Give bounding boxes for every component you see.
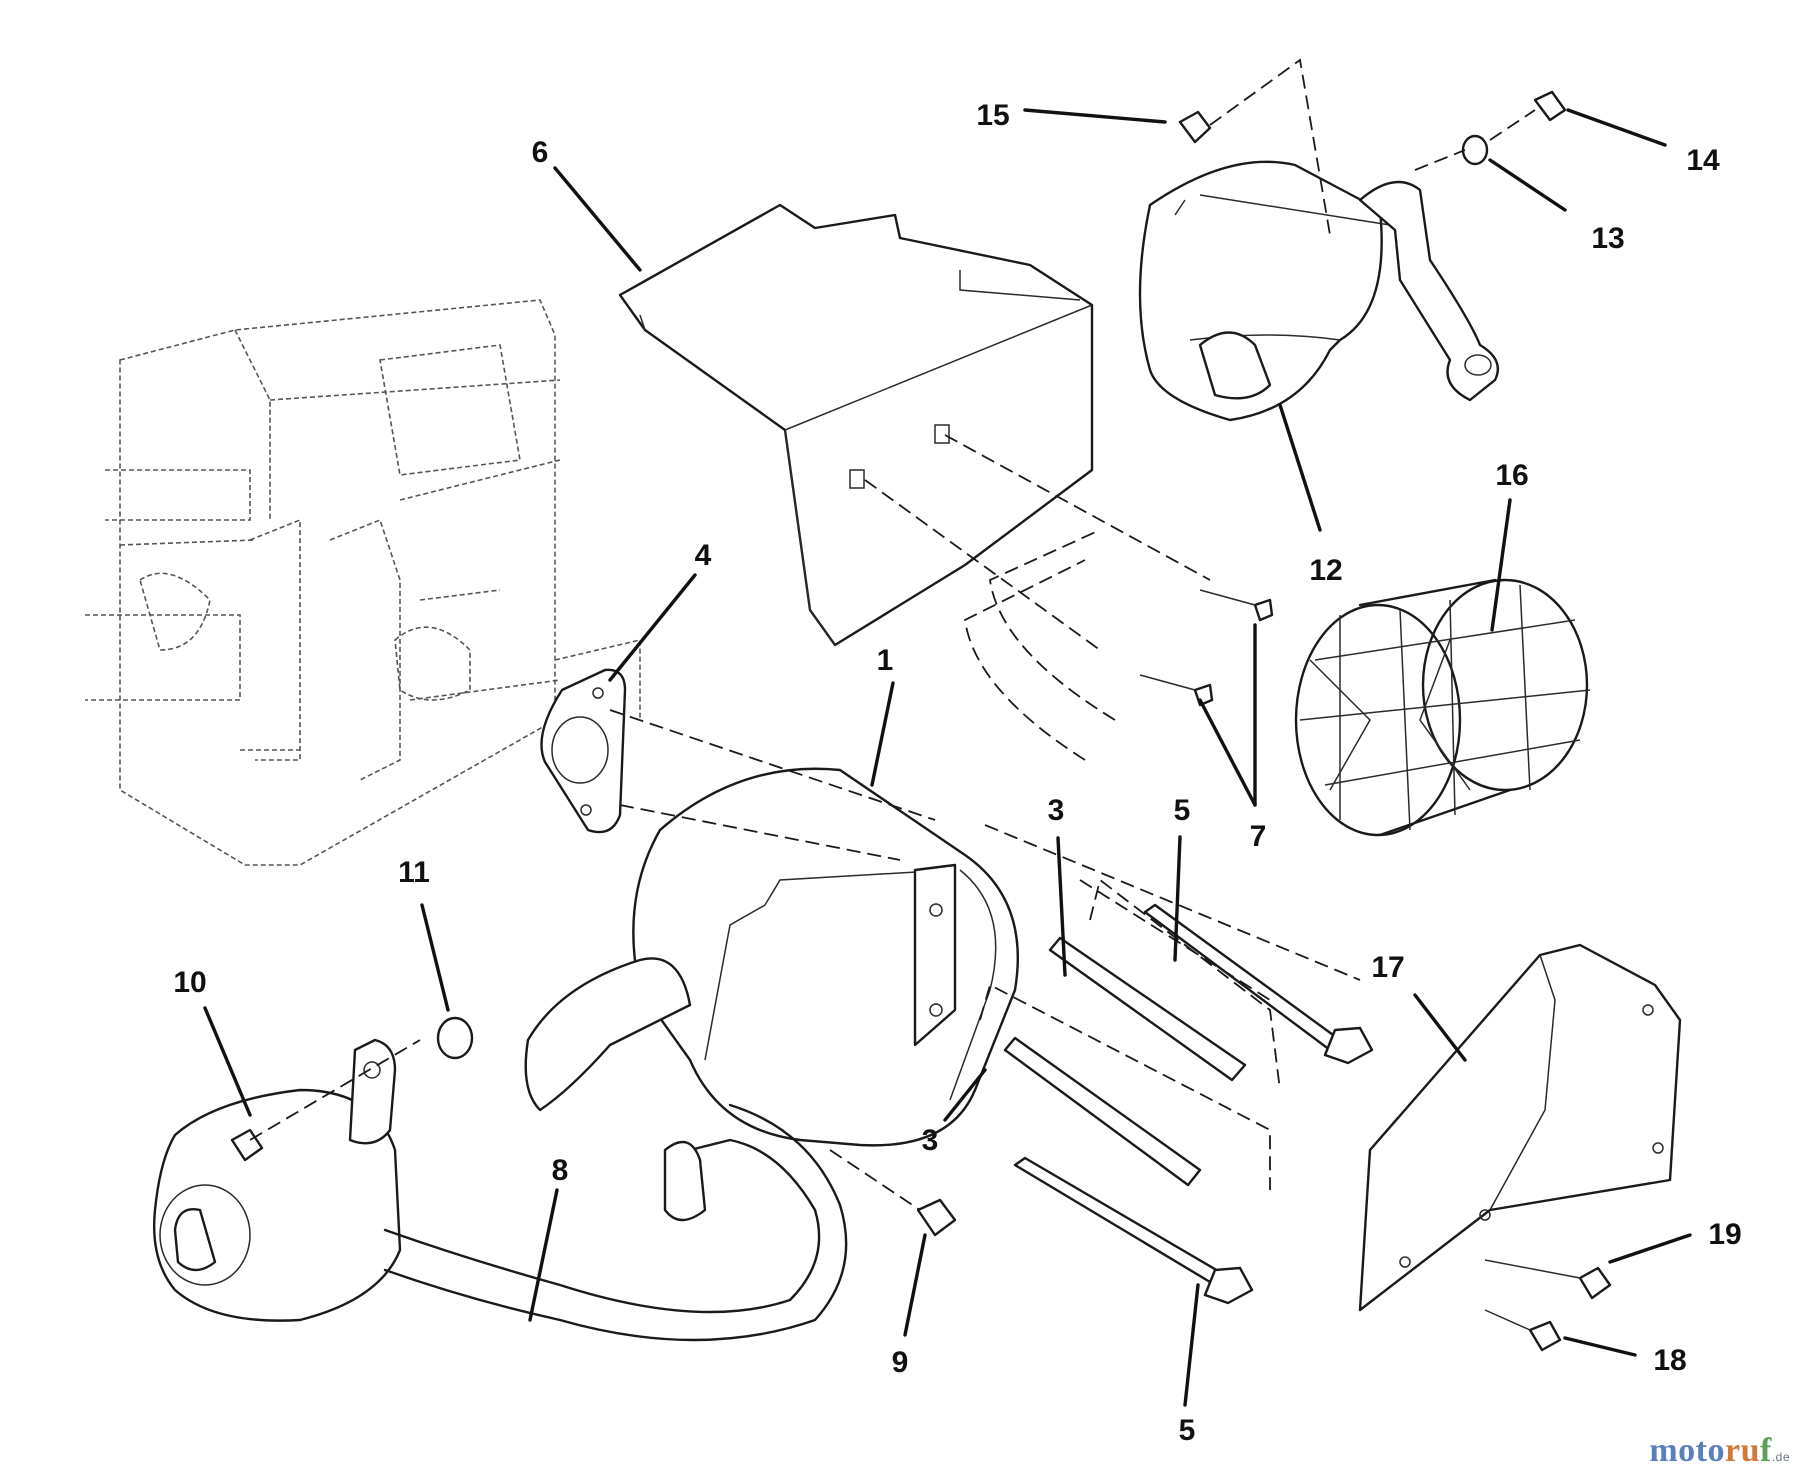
part-5-bolts xyxy=(1013,903,1374,1305)
callout-group: 1 3 3 4 5 5 6 7 8 9 10 11 12 13 14 15 xyxy=(173,99,1741,1447)
part-17-bracket xyxy=(1358,943,1682,1312)
callout-8: 8 xyxy=(552,1154,569,1187)
callout-17: 17 xyxy=(1371,951,1404,984)
assembly-lines xyxy=(249,58,1536,1211)
part-9-bolt xyxy=(916,1198,957,1237)
part-4-gasket xyxy=(540,668,627,834)
callout-11: 11 xyxy=(398,856,430,889)
callout-18: 18 xyxy=(1653,1344,1686,1377)
part-15-bolt xyxy=(1178,110,1212,144)
part-18-bolt xyxy=(1528,1320,1562,1352)
callout-15: 15 xyxy=(976,99,1009,132)
part-19-bolt xyxy=(1578,1266,1612,1300)
part-16-screen xyxy=(1294,578,1591,837)
part-6-heat-shield xyxy=(618,203,1094,647)
callout-1: 1 xyxy=(877,644,894,677)
callout-9: 9 xyxy=(892,1346,909,1379)
watermark-tld: .de xyxy=(1771,1450,1790,1464)
callout-4: 4 xyxy=(695,539,712,572)
part-3-spacer-rods xyxy=(1003,936,1247,1187)
part-11-spacer xyxy=(436,1016,474,1060)
callout-5-lower: 5 xyxy=(1179,1414,1196,1447)
callout-3-lower: 3 xyxy=(922,1124,939,1157)
part-14-nut xyxy=(1533,90,1567,122)
callout-16: 16 xyxy=(1495,459,1528,492)
part-8-lower-muffler xyxy=(153,1038,848,1342)
callout-7: 7 xyxy=(1250,820,1267,853)
callout-13: 13 xyxy=(1591,222,1624,255)
callout-3-upper: 3 xyxy=(1048,794,1065,827)
callout-14: 14 xyxy=(1686,144,1720,177)
callout-12: 12 xyxy=(1309,554,1342,587)
callout-19: 19 xyxy=(1708,1218,1741,1251)
watermark-text-c: f xyxy=(1759,1432,1772,1469)
part-7-bolt-b xyxy=(1193,683,1214,707)
callout-6: 6 xyxy=(532,136,549,169)
part-7-bolt-a xyxy=(1253,598,1274,622)
watermark-logo: motoruf.de xyxy=(1649,1432,1790,1470)
watermark-text-b: ru xyxy=(1724,1432,1760,1469)
callout-10: 10 xyxy=(173,966,206,999)
part-12-upper-muffler xyxy=(1138,160,1500,422)
callout-5-upper: 5 xyxy=(1174,794,1191,827)
part-13-washer xyxy=(1461,134,1489,166)
watermark-text-a: moto xyxy=(1649,1432,1725,1469)
small-hardware xyxy=(230,90,1612,1352)
part-1-muffler xyxy=(524,767,1019,1147)
